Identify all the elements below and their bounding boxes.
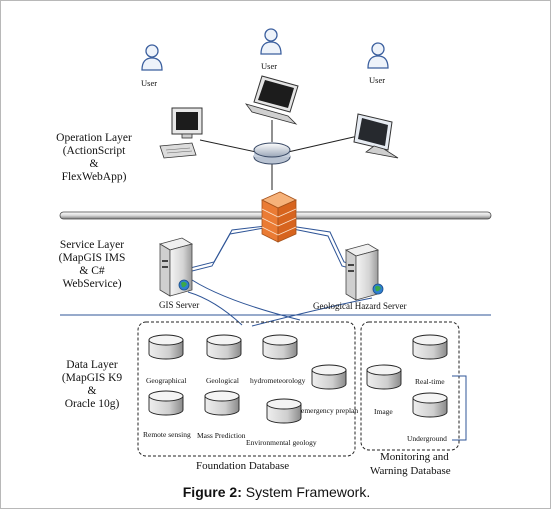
db-label-hydrometeorology: hydrometeorology [250,376,306,385]
user-label: User [369,75,386,85]
database-cylinder-icon [412,392,448,418]
gis-server-label: GIS Server [159,300,200,310]
caption-text: System Framework. [241,484,371,500]
operation-layer-line: (ActionScript [62,145,126,157]
database-cylinder-icon [148,390,184,416]
monitoring-db-title: Monitoring and [380,451,449,463]
db-label-real-time: Real-time [415,377,445,386]
caption-label: Figure 2: [182,484,242,500]
db-label-underground: Underground [407,434,447,443]
hub-connections [199,120,359,190]
foundation-db-box [137,321,356,457]
db-label-emergency-preplan: emergency preplan [301,406,359,415]
figure-caption: Figure 2: System Framework. [0,484,553,500]
database-cylinder-icon [206,334,242,360]
service-layer-line: Service Layer [59,239,125,251]
db-label-image: Image [374,407,393,416]
network-links [177,225,373,327]
operation-layer-label: Operation Layer (ActionScript & FlexWebA… [44,132,144,184]
data-layer-line: & [87,385,97,397]
data-layer-line: Oracle 10g) [64,398,120,410]
desktop-computer-icon [159,107,203,159]
data-layer-line: (MapGIS K9 [61,372,123,384]
database-cylinder-icon [262,334,298,360]
user-icon [260,28,282,55]
db-label-geological: Geological [206,376,239,385]
database-cylinder-icon [311,364,347,390]
user-icon [367,42,389,69]
monitoring-db-box [360,321,460,451]
db-label-remote-sensing: Remote sensing [143,430,191,439]
foundation-db-title: Foundation Database [196,460,290,472]
database-cylinder-icon [204,390,240,416]
user-label: User [261,61,278,71]
firewall-icon [261,191,297,243]
network-hub-icon [253,142,291,165]
operation-layer-line: & [89,158,99,170]
data-layer-label: Data Layer (MapGIS K9 & Oracle 10g) [42,359,142,411]
laptop-icon [244,75,299,125]
db-label-environmental-geology: Environmental geology [246,438,317,447]
gis-server-icon [158,237,194,297]
service-layer-label: Service Layer (MapGIS IMS & C# WebServic… [42,239,142,291]
service-layer-line: & C# [79,265,105,277]
monitor-icon [353,113,399,159]
service-layer-line: (MapGIS IMS [58,252,126,264]
database-cylinder-icon [148,334,184,360]
monitoring-db-title: Warning Database [370,465,451,477]
database-cylinder-icon [366,364,402,390]
monitoring-connector [452,375,467,441]
user-label: User [141,78,158,88]
db-label-geographical: Geographical [146,376,187,385]
service-layer-line: WebService) [62,278,122,290]
user-icon [141,44,163,71]
hazard-server-label: Geological Hazard Server [313,301,407,311]
operation-layer-line: Operation Layer [56,132,132,144]
operation-layer-line: FlexWebApp) [61,171,127,183]
hazard-server-icon [344,243,384,301]
data-layer-line: Data Layer [66,359,118,371]
database-cylinder-icon [266,398,302,424]
database-cylinder-icon [412,334,448,360]
db-label-mass-prediction: Mass Prediction [197,431,246,440]
